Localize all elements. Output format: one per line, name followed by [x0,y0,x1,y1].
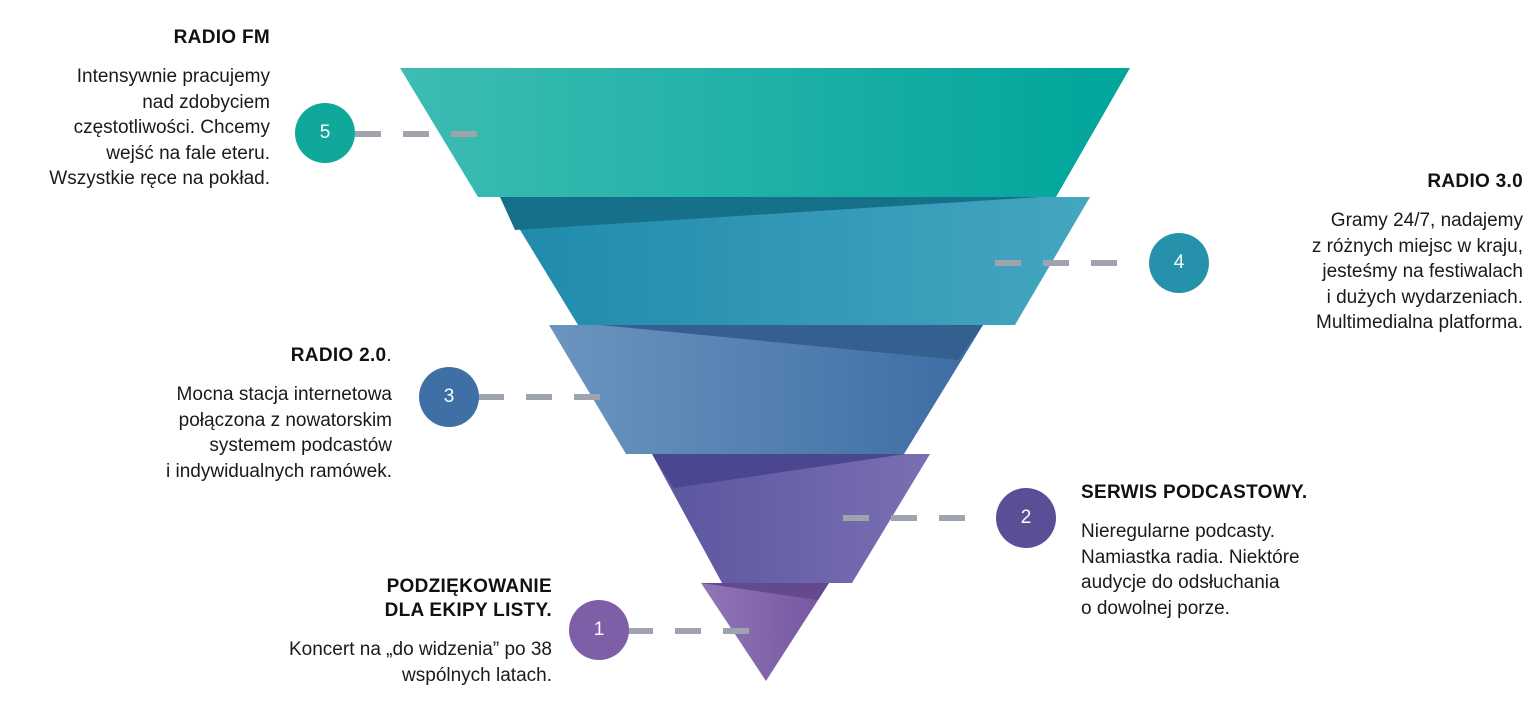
level-badge-1: 1 [569,600,629,660]
level-5-desc-line: Wszystkie ręce na pokład. [49,168,270,189]
level-5-desc-line: wejść na fale eteru. [106,142,270,164]
connector-1 [627,628,771,634]
funnel-segment-4 [500,197,1090,325]
level-1-desc-line: Koncert na „do widzenia” po 38 [289,639,552,660]
level-3-desc-line: systemem podcastów [209,435,392,456]
funnel-segment-4-shadow [500,197,1040,230]
level-3-desc-line: Mocna stacja internetowa [176,384,392,405]
connector-4 [995,260,1139,266]
level-3-title-main: RADIO 2.0 [290,345,387,366]
level-2-desc-line: o dowolnej porze. [1081,597,1230,619]
connector-5 [355,131,499,137]
level-4-text: RADIO 3.0 Gramy 24/7, nadajemy z różnych… [1203,170,1523,336]
level-2-title: SERWIS PODCASTOWY. [1081,482,1308,503]
level-4-desc-line: Multimedialna platforma. [1316,312,1523,333]
level-2-desc-line: audycje do odsłuchania [1081,572,1280,593]
level-1-title-line: DLA EKIPY LISTY. [384,600,552,621]
level-2-text: SERWIS PODCASTOWY. Nieregularne podcasty… [1081,481,1401,621]
level-4-desc-line: jesteśmy na festiwalach [1322,261,1523,282]
funnel-segment-3 [549,325,983,454]
level-5-desc-line: częstotliwości. Chcemy [73,117,270,138]
funnel-segment-1-shadow [701,583,829,600]
level-badge-5: 5 [295,103,355,163]
level-4-desc-line: z różnych miejsc w kraju, [1311,235,1523,257]
level-1-title-line: PODZIĘKOWANIE [386,576,552,597]
funnel-segment-3-shadow [600,325,983,360]
funnel-segment-2 [652,454,930,583]
level-badge-3: 3 [419,367,479,427]
level-2-desc-line: Namiastka radia. Niektóre [1081,546,1300,568]
level-1-text: PODZIĘKOWANIE DLA EKIPY LISTY. Koncert n… [192,575,552,688]
level-5-desc-line: nad zdobyciem [142,91,270,113]
level-5-title: RADIO FM [173,27,270,48]
level-2-desc-line: Nieregularne podcasty. [1081,521,1275,542]
connector-2 [843,515,987,521]
funnel-segment-2-shadow [652,454,905,488]
level-5-desc-line: Intensywnie pracujemy [76,66,270,87]
level-4-desc-line: i dużych wydarzeniach. [1326,286,1523,308]
level-4-title: RADIO 3.0 [1427,171,1523,192]
connector-3 [478,394,622,400]
level-5-text: RADIO FM Intensywnie pracujemy nad zdoby… [0,26,270,192]
level-3-text: RADIO 2.0. Mocna stacja internetowa połą… [72,344,392,484]
level-3-desc-line: i indywidualnych ramówek. [166,460,392,482]
level-4-desc-line: Gramy 24/7, nadajemy [1330,210,1523,231]
level-3-desc-line: połączona z nowatorskim [178,409,392,431]
level-3-title-suffix: . [386,345,392,366]
level-1-desc-line: wspólnych latach. [402,664,552,686]
funnel-segment-5 [400,68,1130,197]
level-3-title: RADIO 2.0. [72,344,392,368]
funnel-segment-1 [701,583,829,681]
level-badge-2: 2 [996,488,1056,548]
level-badge-4: 4 [1149,233,1209,293]
